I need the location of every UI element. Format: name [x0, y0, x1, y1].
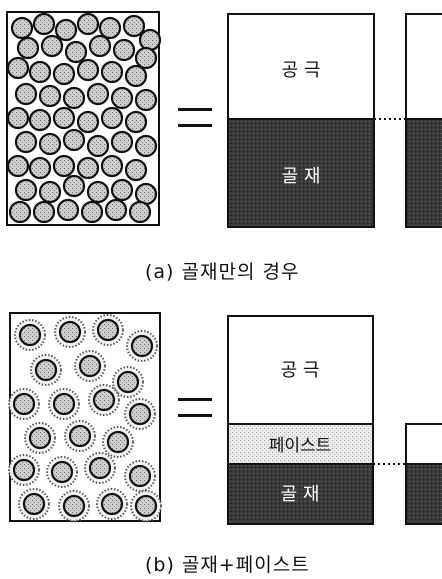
aggregate-particle-icon	[38, 84, 62, 108]
aggregate-particle-icon	[52, 154, 76, 178]
aggregate-label-a: 골 재	[282, 166, 321, 187]
aggregate-region-a	[227, 118, 375, 228]
coated-particle-icon	[62, 494, 86, 518]
aggregate-particle-icon	[112, 38, 136, 62]
aggregate-particle-icon	[110, 178, 134, 202]
aggregate-particle-icon	[86, 82, 110, 106]
coated-particle-icon	[128, 402, 152, 426]
aggregate-particle-icon	[128, 200, 152, 224]
coated-particle-icon	[12, 458, 36, 482]
void-label-a: 공 극	[282, 60, 321, 81]
aggregate-particle-icon	[86, 134, 110, 158]
coated-particle-icon	[134, 494, 158, 518]
coated-particle-icon	[116, 370, 140, 394]
aggregate-particle-icon	[100, 106, 124, 130]
partial-block-a	[405, 13, 442, 228]
aggregate-particle-icon	[54, 18, 78, 42]
aggregate-particle-icon	[52, 106, 76, 130]
equals-sign-a	[178, 108, 212, 127]
aggregate-particle-icon	[6, 56, 30, 80]
aggregate-particle-icon	[76, 110, 100, 134]
paste-label-b: 페이스트	[269, 436, 332, 456]
aggregate-particle-icon	[122, 14, 146, 38]
coated-particle-icon	[8, 314, 162, 522]
aggregate-particle-icon	[62, 128, 86, 152]
coated-particle-icon	[128, 464, 152, 488]
coated-particle-icon	[100, 492, 124, 516]
coated-particle-icon	[96, 318, 120, 342]
volume-block-a: 공 극 골 재	[227, 13, 375, 228]
aggregate-particle-icon	[32, 200, 56, 224]
coated-particle-icon	[50, 460, 74, 484]
aggregate-particle-icon	[124, 64, 148, 88]
caption-a: (a) 골재만의 경우	[145, 261, 300, 283]
paste-region-b	[227, 423, 374, 465]
volume-block-b: 공 극 페이스트 골 재	[227, 315, 374, 525]
aggregate-particle-icon	[100, 60, 124, 84]
aggregate-label-b: 골 재	[281, 484, 320, 505]
aggregate-particle-icon	[100, 154, 124, 178]
coated-particles-box-b	[8, 312, 162, 522]
coated-particle-icon	[88, 456, 112, 480]
aggregate-particle-icon	[138, 28, 162, 52]
aggregate-particle-icon	[28, 156, 52, 180]
coated-particle-icon	[68, 424, 92, 448]
aggregate-particle-icon	[38, 132, 62, 156]
aggregate-particle-icon	[32, 12, 56, 36]
aggregate-particle-icon	[14, 130, 38, 154]
aggregate-particle-icon	[88, 34, 112, 58]
aggregate-particle-icon	[6, 106, 30, 130]
aggregate-particle-icon	[52, 62, 76, 86]
coated-particle-icon	[18, 323, 42, 347]
aggregate-particle-icon	[76, 156, 100, 180]
aggregate-particle-icon	[124, 158, 148, 182]
aggregate-particle-icon	[62, 174, 86, 198]
coated-particle-icon	[28, 426, 52, 450]
aggregate-particle-icon	[110, 86, 134, 110]
coated-particle-icon	[106, 430, 130, 454]
aggregate-particle-icon	[134, 134, 158, 158]
aggregate-region-b	[227, 463, 374, 525]
coated-particle-icon	[34, 358, 58, 382]
coated-particle-icon	[52, 392, 76, 416]
aggregate-particle-icon	[8, 200, 32, 224]
aggregate-particle-icon	[10, 16, 34, 40]
aggregate-particle-icon	[86, 180, 110, 204]
aggregate-particle-icon	[64, 40, 88, 64]
aggregate-particle-icon	[40, 34, 64, 58]
equals-sign-b	[178, 398, 212, 417]
aggregate-particle-icon	[110, 130, 134, 154]
aggregate-particle-icon	[14, 82, 38, 106]
aggregate-particle-icon	[14, 178, 38, 202]
void-region-b	[227, 315, 374, 425]
aggregate-particle-icon	[62, 86, 86, 110]
void-label-b: 공 극	[281, 360, 320, 381]
aggregate-particle-icon	[38, 180, 62, 204]
aggregate-particle-icon	[80, 200, 104, 224]
coated-particle-icon	[12, 392, 36, 416]
aggregate-particle-icon	[56, 198, 80, 222]
aggregate-particle-icon	[124, 110, 148, 134]
aggregate-particle-icon	[134, 88, 158, 112]
aggregate-particle-icon	[28, 108, 52, 132]
aggregate-particles-box-a	[6, 11, 162, 226]
void-region-a	[227, 13, 375, 120]
aggregate-particle-icon	[76, 12, 100, 36]
aggregate-particle-icon	[104, 198, 128, 222]
coated-particle-icon	[22, 492, 46, 516]
aggregate-particle-icon	[16, 36, 40, 60]
coated-particle-icon	[130, 334, 154, 358]
aggregate-particle-icon	[76, 58, 100, 82]
aggregate-particle-icon	[6, 154, 30, 178]
coated-particle-icon	[78, 354, 102, 378]
coated-particle-icon	[58, 320, 82, 344]
aggregate-particle-icon	[6, 12, 162, 224]
partial-block-b	[405, 423, 442, 525]
aggregate-particle-icon	[28, 60, 52, 84]
aggregate-particle-icon	[98, 16, 122, 40]
aggregate-particle-icon	[134, 46, 158, 70]
coated-particle-icon	[92, 388, 116, 412]
caption-b: (b) 골재+페이스트	[145, 554, 310, 576]
